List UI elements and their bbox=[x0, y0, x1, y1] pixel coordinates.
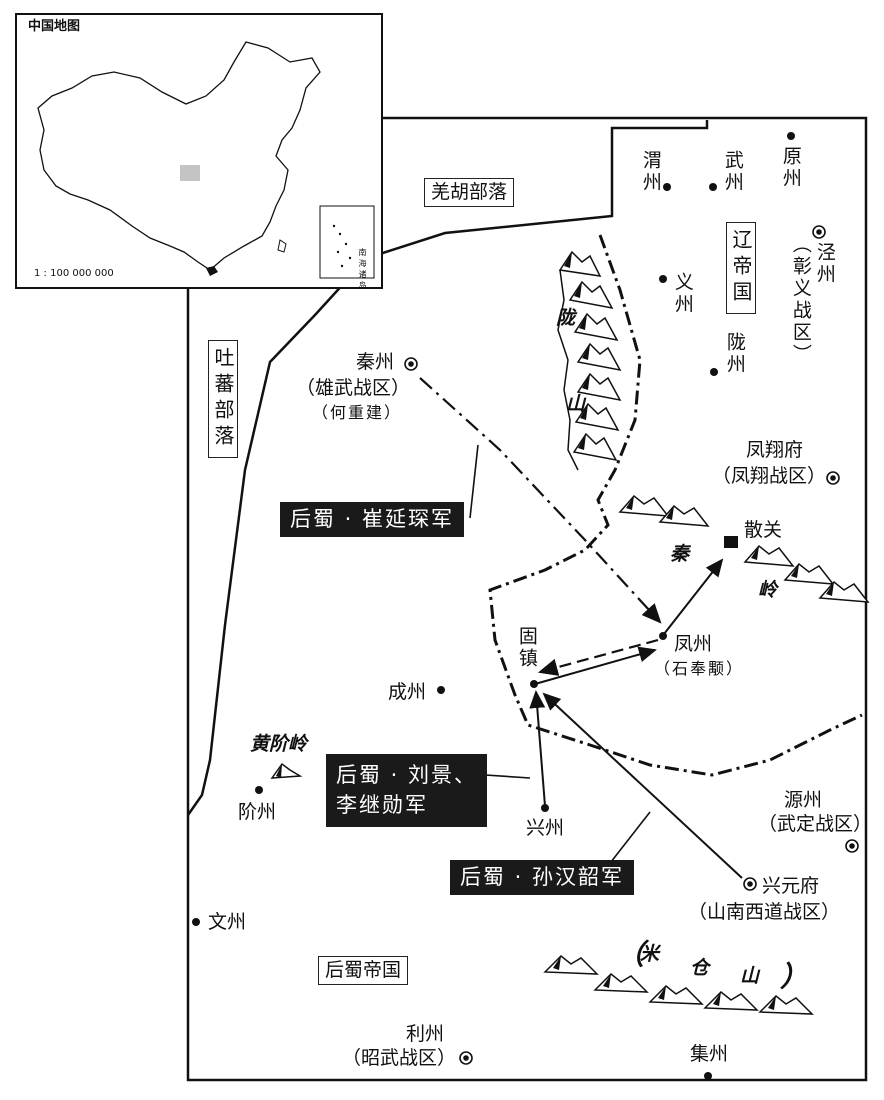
mountain-micang-open: （ bbox=[616, 938, 645, 971]
mountain-qin-char-2: 岭 bbox=[758, 579, 778, 601]
inset-south-sea-label: 南海诸岛 bbox=[358, 248, 367, 292]
city-weizhou: 渭州 bbox=[639, 150, 662, 194]
fengzhou-sanguan-route bbox=[663, 558, 724, 635]
city-wuzhou: 武州 bbox=[721, 150, 744, 194]
city-yuanzhou-south: 源州 bbox=[784, 789, 823, 811]
xingzhou-route bbox=[529, 690, 546, 807]
army-cui-label: 后蜀 · 崔延琛军 bbox=[280, 502, 465, 538]
region-houshu: 后蜀帝国 bbox=[318, 956, 409, 985]
mountain-micang-char-2: 仓 bbox=[690, 957, 710, 979]
city-yuanzhou-north: 原州 bbox=[779, 146, 802, 190]
city-longzhou: 陇州 bbox=[723, 332, 746, 376]
city-wenzhou: 文州 bbox=[208, 911, 247, 933]
city-qinzhou: 秦州 bbox=[356, 351, 395, 373]
city-sanguan: 散关 bbox=[744, 519, 783, 541]
inset-taiwan bbox=[277, 239, 287, 253]
city-dots bbox=[192, 132, 795, 1080]
city-jingzhou: 泾州 bbox=[813, 242, 836, 286]
qin-mountain-shading bbox=[626, 496, 834, 596]
city-xingyuan-sub: （山南西道战区） bbox=[688, 901, 841, 923]
city-jingzhou-sub: （彰义战区） bbox=[789, 234, 812, 366]
city-qinzhou-sub: （雄武战区） bbox=[296, 377, 411, 399]
city-chengzhou: 成州 bbox=[388, 681, 427, 703]
inset-highlight-area bbox=[180, 165, 200, 181]
micang-mountain-shading bbox=[553, 956, 776, 1010]
inset-south-sea-box bbox=[319, 205, 375, 279]
inset-hainan bbox=[206, 266, 218, 276]
city-guzhen: 固镇 bbox=[515, 626, 538, 670]
region-tubo: 吐蕃部落 bbox=[208, 340, 238, 458]
xingyuan-route bbox=[542, 692, 743, 879]
city-jizhou: 集州 bbox=[690, 1043, 729, 1065]
army-liu-label: 后蜀 · 刘景、 李继勋军 bbox=[326, 754, 488, 827]
mountain-qin-char-1: 秦 bbox=[670, 543, 690, 565]
city-fengxiang-sub: （凤翔战区） bbox=[712, 465, 827, 487]
city-lizhou-sub: （昭武战区） bbox=[342, 1047, 457, 1069]
mountain-micang-close: ） bbox=[780, 960, 809, 993]
army-liu-line-2: 李继勋军 bbox=[336, 793, 428, 818]
city-fengzhou-note: （石奉颙） bbox=[654, 659, 745, 678]
city-yizhou: 义州 bbox=[671, 272, 694, 316]
inset-scale: 1 : 100 000 000 bbox=[34, 268, 114, 279]
region-qianghu: 羌胡部落 bbox=[424, 178, 515, 207]
inset-title: 中国地图 bbox=[28, 19, 81, 34]
army-sun-label: 后蜀 · 孙汉韶军 bbox=[450, 860, 635, 896]
mountain-micang-char-3: 山 bbox=[740, 965, 760, 987]
guzhen-fengzhou-return bbox=[534, 646, 657, 685]
huangjieling-mountain bbox=[270, 762, 303, 779]
guzhen-fengzhou-route bbox=[537, 638, 659, 676]
inset-south-sea-islands bbox=[332, 224, 352, 268]
army-liu-line-1: 后蜀 · 刘景、 bbox=[336, 763, 478, 787]
city-yuanzhou-south-sub: （武定战区） bbox=[758, 813, 873, 835]
city-xingyuan: 兴元府 bbox=[762, 875, 820, 897]
city-qinzhou-note: （何重建） bbox=[312, 403, 403, 422]
city-xingzhou: 兴州 bbox=[526, 817, 565, 839]
sanguan-pass-marker bbox=[724, 536, 738, 548]
mountain-micang-char-1: 米 bbox=[640, 943, 660, 965]
liao-frontier bbox=[488, 234, 863, 777]
inset-china-outline bbox=[37, 41, 321, 271]
city-fengzhou: 凤州 bbox=[674, 633, 713, 655]
city-lizhou: 利州 bbox=[406, 1023, 445, 1045]
mountain-long-char-1: 陇 bbox=[556, 307, 576, 329]
western-border bbox=[186, 120, 709, 816]
city-huangjieling: 黄阶岭 bbox=[250, 733, 308, 755]
cui-leader bbox=[469, 444, 479, 519]
long-mountains bbox=[557, 250, 622, 471]
long-mountain-shading bbox=[564, 252, 590, 450]
mountain-long-char-2: 山 bbox=[566, 393, 586, 415]
region-liao: 辽帝国 bbox=[726, 222, 756, 314]
city-jiezhou: 阶州 bbox=[238, 801, 277, 823]
qin-mountains bbox=[618, 494, 870, 603]
city-fengxiang: 凤翔府 bbox=[746, 439, 804, 461]
cui-route bbox=[419, 377, 662, 624]
capital-markers bbox=[404, 225, 859, 1065]
